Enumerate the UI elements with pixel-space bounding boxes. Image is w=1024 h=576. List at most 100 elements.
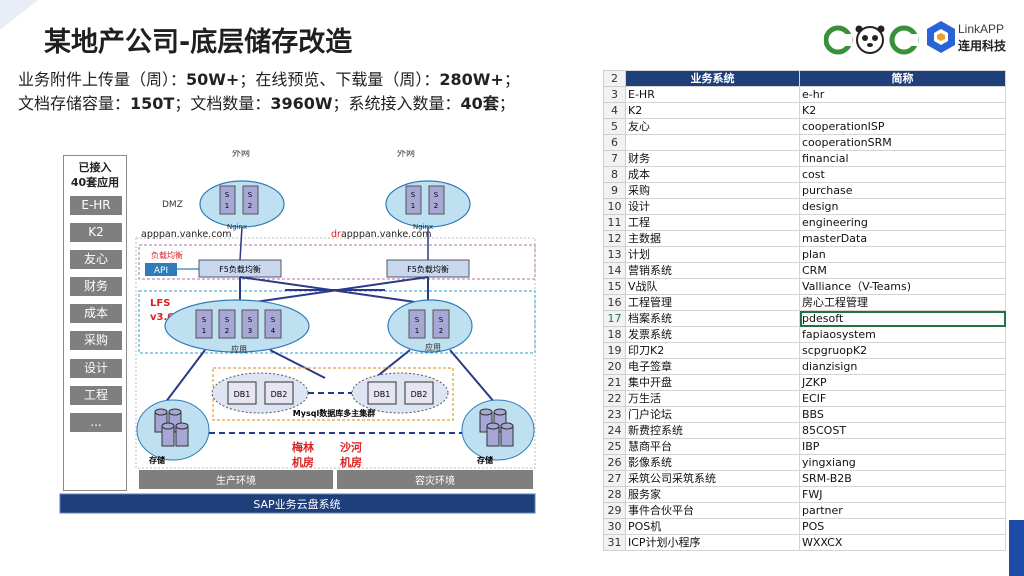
cell-business-system[interactable]: E-HR [625, 86, 800, 103]
cell-business-system[interactable]: 采购 [625, 182, 800, 199]
cell-business-system[interactable]: 影像系统 [625, 454, 800, 471]
cell-business-system[interactable]: 集中开盘 [625, 374, 800, 391]
cell-abbreviation[interactable]: BBS [799, 406, 1006, 423]
cell-business-system[interactable]: POS机 [625, 518, 800, 535]
cell-business-system[interactable]: 友心 [625, 118, 800, 135]
cell-abbreviation[interactable]: design [799, 198, 1006, 215]
cell-abbreviation[interactable]: pdesoft [799, 310, 1006, 327]
cell-abbreviation[interactable]: POS [799, 518, 1006, 535]
cell-abbreviation[interactable]: fapiaosystem [799, 326, 1006, 343]
svg-text:生产环境: 生产环境 [216, 474, 256, 487]
cell-business-system[interactable]: 事件合伙平台 [625, 502, 800, 519]
cell-business-system[interactable]: 慧商平台 [625, 438, 800, 455]
cell-abbreviation[interactable]: plan [799, 246, 1006, 263]
cell-business-system[interactable]: 档案系统 [625, 310, 800, 327]
cell-business-system[interactable]: 万生活 [625, 390, 800, 407]
cell-abbreviation[interactable]: dianzisign [799, 358, 1006, 375]
cell-business-system[interactable]: 服务家 [625, 486, 800, 503]
cell-business-system[interactable]: 电子签章 [625, 358, 800, 375]
cell-abbreviation[interactable]: financial [799, 150, 1006, 167]
load-balance-label: 负载均衡 [151, 250, 183, 260]
cell-abbreviation[interactable]: masterData [799, 230, 1006, 247]
cell-business-system[interactable]: 发票系统 [625, 326, 800, 343]
mysql-label: Mysql数据库多主集群 [293, 408, 375, 418]
cell-business-system[interactable]: 采筑公司采筑系统 [625, 470, 800, 487]
cell-business-system[interactable]: V战队 [625, 278, 800, 295]
load-balance-zone [138, 244, 536, 280]
cell-business-system[interactable]: ICP计划小程序 [625, 534, 800, 551]
cell-abbreviation[interactable]: 房心工程管理 [799, 294, 1006, 311]
cell-business-system[interactable]: K2 [625, 102, 800, 119]
cell-abbreviation[interactable]: e-hr [799, 86, 1006, 103]
cell-business-system[interactable]: 成本 [625, 166, 800, 183]
cell-business-system[interactable]: 门户论坛 [625, 406, 800, 423]
cell-abbreviation[interactable]: CRM [799, 262, 1006, 279]
svg-text:DB2: DB2 [411, 390, 428, 399]
svg-text:1: 1 [202, 327, 206, 335]
cell-abbreviation[interactable]: ECIF [799, 390, 1006, 407]
cell-abbreviation[interactable]: cooperationISP [799, 118, 1006, 135]
cell-business-system[interactable]: 工程管理 [625, 294, 800, 311]
cell-abbreviation[interactable]: cooperationSRM [799, 134, 1006, 151]
cell-abbreviation[interactable]: IBP [799, 438, 1006, 455]
cell-abbreviation[interactable]: purchase [799, 182, 1006, 199]
cell-abbreviation[interactable]: 85COST [799, 422, 1006, 439]
cell-abbreviation[interactable]: cost [799, 166, 1006, 183]
cell-abbreviation[interactable]: K2 [799, 102, 1006, 119]
cell-abbreviation[interactable]: partner [799, 502, 1006, 519]
cell-abbreviation[interactable]: yingxiang [799, 454, 1006, 471]
cell-abbreviation[interactable]: engineering [799, 214, 1006, 231]
cell-abbreviation[interactable]: SRM-B2B [799, 470, 1006, 487]
cell-abbreviation[interactable]: scpgruopK2 [799, 342, 1006, 359]
cell-abbreviation[interactable]: JZKP [799, 374, 1006, 391]
api-box [145, 263, 177, 276]
cell-business-system[interactable]: 财务 [625, 150, 800, 167]
nginx-servers-left: S1 S2 [219, 185, 259, 215]
cell-business-system[interactable]: 计划 [625, 246, 800, 263]
svg-text:S: S [411, 191, 416, 199]
cell-business-system[interactable]: 工程 [625, 214, 800, 231]
cell-abbreviation[interactable]: WXXCX [799, 534, 1006, 551]
row-number: 11 [603, 214, 626, 231]
cell-business-system[interactable] [625, 134, 800, 151]
cell-business-system[interactable]: 设计 [625, 198, 800, 215]
cell-business-system[interactable]: 新费控系统 [625, 422, 800, 439]
cell-abbreviation[interactable]: FWJ [799, 486, 1006, 503]
app-item: 财务 [70, 277, 122, 296]
cell-business-system[interactable]: 营销系统 [625, 262, 800, 279]
cell-business-system[interactable]: 印刀K2 [625, 342, 800, 359]
cell-abbreviation[interactable]: Valliance（V-Teams) [799, 278, 1006, 295]
cell-business-system[interactable]: 主数据 [625, 230, 800, 247]
svg-text:F5负载均衡: F5负载均衡 [407, 264, 449, 274]
